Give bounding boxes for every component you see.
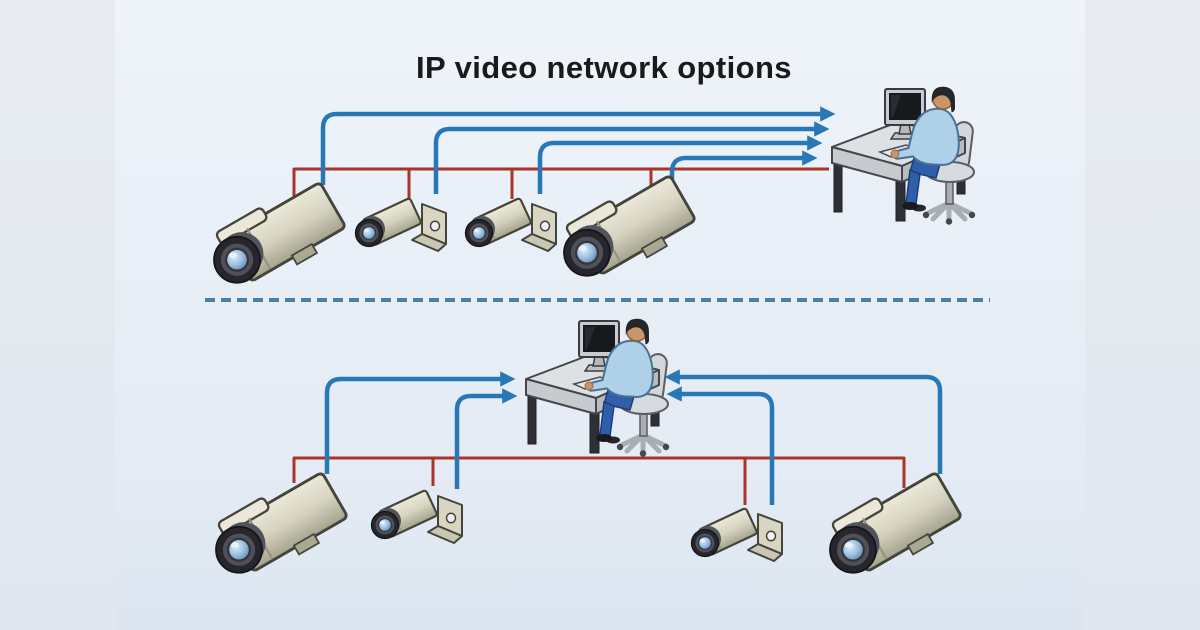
bottom-power-bus-lines bbox=[292, 456, 906, 505]
video-line-arrow bbox=[666, 386, 775, 505]
page-title: IP video network options bbox=[416, 50, 792, 85]
bus-line bbox=[292, 456, 906, 488]
bottom-video-signal-lines bbox=[324, 369, 943, 505]
video-line-arrow bbox=[537, 135, 823, 194]
bottom-network-diagram bbox=[214, 319, 968, 584]
video-line-arrow bbox=[320, 106, 836, 185]
video-line-arrow bbox=[454, 388, 518, 489]
video-line-arrow bbox=[324, 371, 516, 474]
top-video-signal-lines bbox=[320, 106, 836, 194]
video-line-arrow bbox=[669, 150, 818, 186]
top-network-diagram bbox=[212, 87, 975, 294]
video-line-arrow bbox=[433, 121, 830, 194]
video-line-arrow bbox=[664, 369, 943, 474]
